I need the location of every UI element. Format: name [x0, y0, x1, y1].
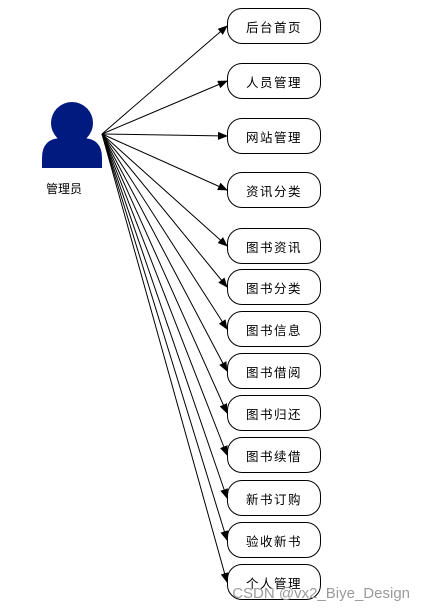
connector-arrow [101, 133, 228, 499]
connector-arrow [101, 133, 228, 414]
connector-arrow [101, 133, 228, 191]
module-node: 图书续借 [227, 437, 321, 473]
connector-arrow [101, 131, 228, 140]
module-node: 图书借阅 [227, 353, 321, 389]
module-node: 后台首页 [227, 8, 321, 44]
module-node: 资讯分类 [227, 172, 321, 208]
module-node: 图书信息 [227, 311, 321, 347]
module-node: 图书资讯 [227, 228, 321, 264]
module-node: 网站管理 [227, 118, 321, 154]
watermark: CSDN @vx2_Biye_Design [232, 585, 410, 602]
module-node: 验收新书 [227, 522, 321, 558]
connector-arrow [101, 25, 228, 135]
connector-arrow [101, 133, 228, 456]
arrow-group [101, 25, 229, 583]
module-node: 个人管理 [227, 564, 321, 600]
module-node: 图书分类 [227, 269, 321, 305]
connector-arrow [101, 133, 228, 372]
connector-arrow [101, 133, 228, 330]
user-icon [42, 102, 102, 168]
module-node: 图书归还 [227, 395, 321, 431]
connector-arrow [101, 80, 228, 135]
module-node: 新书订购 [227, 480, 321, 516]
connector-arrow [101, 133, 229, 541]
actor-label: 管理员 [45, 182, 82, 196]
connector-arrow [101, 133, 229, 583]
connector-arrow [101, 133, 228, 247]
module-node: 人员管理 [227, 63, 321, 99]
connector-arrow [101, 133, 228, 288]
